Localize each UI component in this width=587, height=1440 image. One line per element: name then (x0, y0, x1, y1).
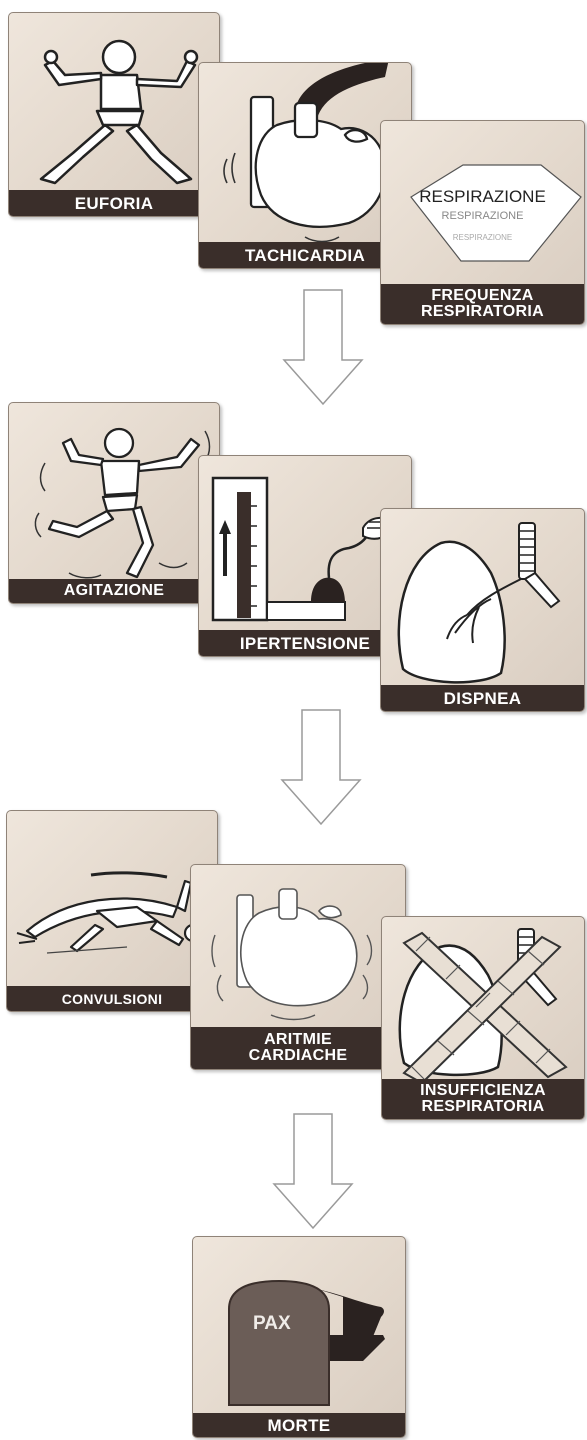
card-aritmie-cardiache: ARITMIE CARDIACHE (190, 864, 406, 1070)
label-line-1: FREQUENZA (431, 288, 533, 304)
card-convulsioni: CONVULSIONI (6, 810, 218, 1012)
respiration-text-small: RESPIRAZIONE (381, 233, 584, 242)
card-agitazione: AGITAZIONE (8, 402, 220, 604)
tomb-text: PAX (253, 1313, 291, 1335)
label-aritmie-cardiache: ARITMIE CARDIACHE (191, 1027, 405, 1069)
label-convulsioni: CONVULSIONI (7, 986, 217, 1011)
card-insufficienza-respiratoria: INSUFFICIENZA RESPIRATORIA (381, 916, 585, 1120)
label-agitazione: AGITAZIONE (9, 579, 219, 603)
down-arrow-1 (282, 288, 364, 406)
label-line-2: RESPIRATORIA (421, 304, 544, 320)
label-insufficienza-respiratoria: INSUFFICIENZA RESPIRATORIA (382, 1079, 584, 1119)
label-line-2: RESPIRATORIA (421, 1099, 544, 1115)
label-morte: MORTE (193, 1413, 405, 1437)
label-euforia: EUFORIA (9, 190, 219, 216)
lung-bronchi-icon (381, 509, 584, 711)
respiration-text-large: RESPIRAZIONE (381, 187, 584, 207)
label-line-1: INSUFFICIENZA (420, 1083, 546, 1099)
respiration-text-medium: RESPIRAZIONE (381, 210, 584, 222)
label-line-1: ARITMIE (264, 1032, 332, 1048)
down-arrow-2 (280, 708, 362, 826)
convulsing-figure-icon (7, 811, 217, 1011)
card-dispnea: DISPNEA (380, 508, 585, 712)
card-euforia: EUFORIA (8, 12, 220, 217)
tombstone-icon (193, 1237, 405, 1437)
card-morte: PAX MORTE (192, 1236, 406, 1438)
dancing-figure-icon (9, 13, 219, 216)
card-frequenza-respiratoria: RESPIRAZIONE RESPIRAZIONE RESPIRAZIONE F… (380, 120, 585, 325)
agitated-figure-icon (9, 403, 219, 603)
label-dispnea: DISPNEA (381, 685, 584, 711)
label-line-2: CARDIACHE (249, 1048, 348, 1064)
down-arrow-3 (272, 1112, 354, 1230)
label-frequenza-respiratoria: FREQUENZA RESPIRATORIA (381, 284, 584, 324)
